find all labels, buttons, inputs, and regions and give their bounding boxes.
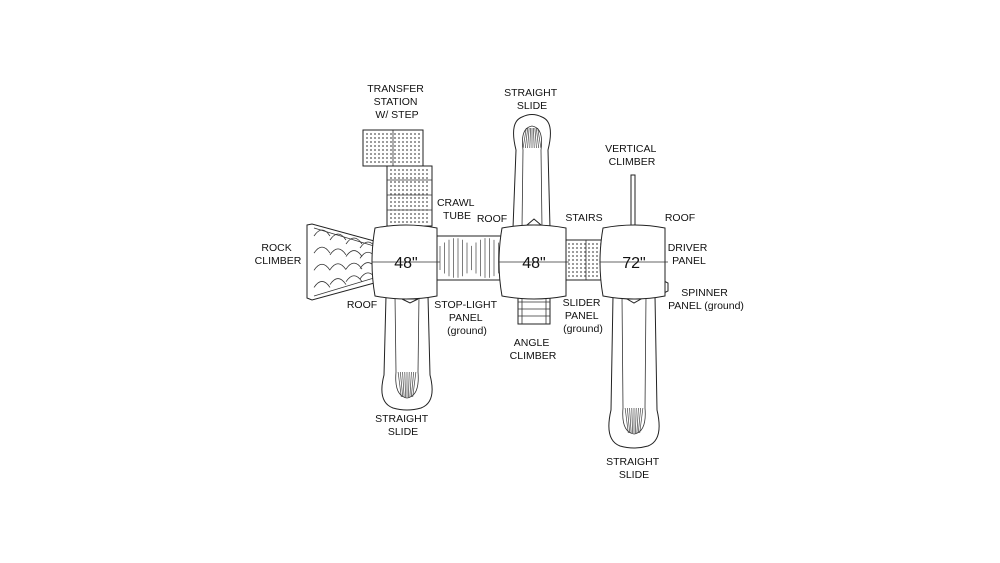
stairs-slider-panel [564,239,608,281]
label-spinner-panel: SPINNER PANEL (ground) [668,287,744,312]
label-rock-climber: ROCK CLIMBER [255,242,302,267]
label-crawl-tube: CRAWL TUBE [437,197,477,222]
label-stairs: STAIRS [565,212,602,224]
deck-right: 72" [599,224,668,304]
label-straight-slide-right: STRAIGHT SLIDE [606,456,662,481]
label-slider-panel: SLIDER PANEL (ground) [563,297,604,335]
transfer-station [362,129,433,227]
straight-slide-right [608,295,660,449]
deck-right-height: 72" [622,255,645,272]
label-straight-slide-top: STRAIGHT SLIDE [504,87,560,112]
crawl-tube [435,235,507,281]
label-roof-middle: ROOF [477,213,507,225]
label-driver-panel: DRIVER PANEL [668,242,711,267]
label-roof-left: ROOF [347,299,377,311]
deck-middle-height: 48" [522,255,545,272]
deck-left: 48" [371,224,440,304]
angle-climber [517,295,551,325]
straight-slide-left [381,295,433,411]
labels: TRANSFER STATION W/ STEP STRAIGHT SLIDE … [255,83,744,481]
label-angle-climber: ANGLE CLIMBER [510,337,557,362]
deck-left-height: 48" [394,255,417,272]
label-vertical-climber: VERTICAL CLIMBER [605,143,659,168]
vertical-climber [630,174,636,231]
label-roof-right: ROOF [665,212,695,224]
rock-climber [306,223,379,301]
label-straight-slide-left: STRAIGHT SLIDE [375,413,431,438]
straight-slide-top [512,114,551,229]
label-stop-light-panel: STOP-LIGHT PANEL (ground) [434,299,500,337]
label-transfer-station: TRANSFER STATION W/ STEP [367,83,427,121]
deck-middle: 48" [498,218,569,300]
